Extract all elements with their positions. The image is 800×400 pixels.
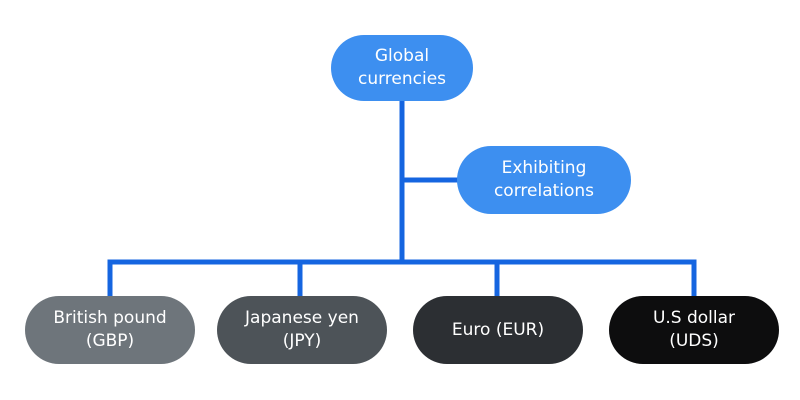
node-british-pound-label: British pound (GBP) xyxy=(53,308,167,351)
node-japanese-yen: Japanese yen (JPY) xyxy=(217,296,387,364)
node-japanese-yen-label: Japanese yen (JPY) xyxy=(245,308,359,351)
node-exhibiting-correlations: Exhibiting correlations xyxy=(457,146,631,214)
node-euro-label: Euro (EUR) xyxy=(451,319,545,340)
node-british-pound: British pound (GBP) xyxy=(25,296,195,364)
node-exhibiting-correlations-label: Exhibiting correlations xyxy=(493,158,595,201)
node-euro: Euro (EUR) xyxy=(413,296,583,364)
node-global-currencies-label: Global currencies xyxy=(357,46,447,89)
node-global-currencies: Global currencies xyxy=(331,35,473,101)
node-us-dollar-label: U.S dollar (UDS) xyxy=(652,308,736,351)
node-us-dollar: U.S dollar (UDS) xyxy=(609,296,779,364)
